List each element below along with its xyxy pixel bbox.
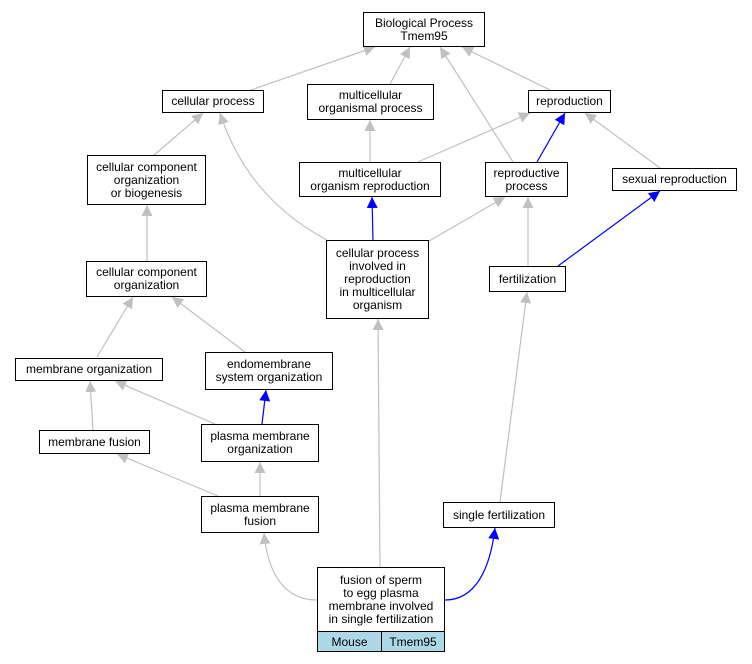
edge-cpirmo-to-reproductive-process [428, 196, 506, 242]
go-node-membrane-fusion[interactable]: membrane fusion [39, 430, 150, 454]
node-label: multicellular organism reproduction [310, 165, 430, 193]
go-node-cellular-process-involved-in-reproduction[interactable]: cellular process involved in reproductio… [326, 240, 429, 319]
go-node-endomembrane-system-organization[interactable]: endomembrane system organization [205, 352, 333, 390]
species-cell-gene[interactable]: Tmem95 [381, 631, 445, 652]
edge-reproductive-process-to-bp [439, 46, 514, 163]
go-node-sexual-reproduction[interactable]: sexual reproduction [612, 168, 737, 191]
node-label: cellular component organization or bioge… [96, 159, 197, 200]
edge-pmo-to-membrane-organization [114, 380, 216, 425]
go-node-single-fertilization[interactable]: single fertilization [443, 502, 555, 528]
edge-fusion-to-single-fertilization [444, 527, 500, 601]
go-node-biological-process[interactable]: Biological Process Tmem95 [363, 12, 485, 47]
node-label: plasma membrane organization [210, 429, 310, 456]
species-cell-mouse[interactable]: Mouse [317, 631, 382, 652]
edge-membrane-fusion-to-membrane-organization [85, 380, 97, 431]
node-label: fertilization [498, 271, 557, 286]
node-label: endomembrane system organization [215, 357, 323, 384]
edge-pmo-to-endomembrane [259, 389, 271, 425]
edge-fusion-to-pmf [259, 532, 318, 601]
go-node-plasma-membrane-fusion[interactable]: plasma membrane fusion [201, 496, 319, 533]
go-node-fusion-of-sperm-to-egg[interactable]: fusion of sperm to egg plasma membrane i… [317, 567, 445, 632]
edge-fusion-to-cpirmo [372, 318, 384, 568]
go-node-plasma-membrane-organization[interactable]: plasma membrane organization [201, 424, 319, 462]
edge-membrane-organization-to-cco [96, 296, 134, 358]
go-node-multicellular-organism-reproduction[interactable]: multicellular organism reproduction [299, 162, 441, 197]
node-label: multicellular organismal process [318, 88, 423, 115]
edge-reproductive-process-to-reproduction [536, 112, 566, 163]
edge-multicellular-organismal-to-bp [389, 46, 411, 85]
edge-single-fertilization-to-fertilization [499, 291, 532, 503]
gene-label: Tmem95 [389, 634, 437, 649]
node-label: single fertilization [452, 507, 546, 522]
edge-cpirmo-to-cellular-process [218, 112, 328, 241]
edge-mor-to-reproduction [417, 112, 531, 163]
edge-cpirmo-to-mor [366, 196, 378, 242]
edge-sexual-reproduction-to-reproduction [584, 112, 661, 169]
node-label: cellular process [171, 94, 255, 108]
node-label: membrane fusion [48, 434, 141, 449]
edge-ccob-to-cellular-process [152, 112, 204, 157]
go-node-reproductive-process[interactable]: reproductive process [485, 162, 568, 197]
go-node-membrane-organization[interactable]: membrane organization [15, 358, 163, 381]
node-label: sexual reproduction [622, 172, 727, 186]
go-node-cellular-component-organization-or-biogenesis[interactable]: cellular component organization or bioge… [87, 155, 206, 205]
edge-cellular-process-to-bp [247, 45, 376, 92]
node-label: reproduction [536, 94, 603, 108]
node-label: fusion of sperm to egg plasma membrane i… [328, 572, 434, 626]
edge-reproduction-to-bp [461, 46, 551, 91]
go-node-fertilization[interactable]: fertilization [489, 266, 566, 292]
node-label: plasma membrane fusion [210, 500, 310, 528]
go-node-cellular-process[interactable]: cellular process [162, 90, 264, 113]
edge-fertilization-to-sexual-reproduction [557, 190, 661, 267]
go-node-multicellular-organismal-process[interactable]: multicellular organismal process [307, 84, 434, 120]
go-node-reproduction[interactable]: reproduction [528, 90, 611, 113]
node-label: Biological Process Tmem95 [374, 15, 474, 43]
node-label: membrane organization [25, 362, 153, 376]
edge-endomembrane-to-cco [171, 296, 246, 353]
edge-pmf-to-membrane-fusion [116, 453, 219, 497]
species-label: Mouse [331, 634, 368, 649]
node-label: reproductive process [493, 165, 560, 193]
node-label: cellular process involved in reproductio… [335, 246, 420, 312]
go-node-cellular-component-organization[interactable]: cellular component organization [86, 261, 207, 297]
node-label: cellular component organization [96, 265, 197, 292]
